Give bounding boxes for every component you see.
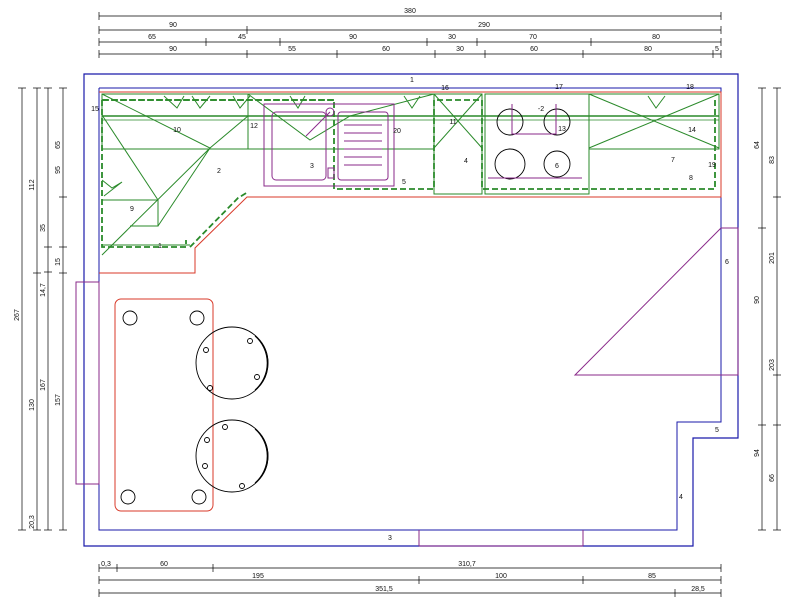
item-label-19: 19 [708,162,716,169]
green-dashed-outline [101,99,716,248]
dim-top-70: 70 [529,34,537,41]
dim-bottom-195: 195 [252,573,264,580]
item-label-11: 11 [449,119,456,126]
wall-label-5: 5 [715,427,719,434]
item-labels: 1 2 3 4 5 6 7 8 9 10 11 12 13 14 15 16 1… [91,84,716,250]
item-label-3: 3 [310,163,314,170]
dim-bottom-85: 85 [648,573,656,580]
dim-top-60: 60 [382,46,390,53]
dim-left-15: 15 [55,258,62,266]
dim-right-94: 94 [754,449,761,457]
left-dimension-labels: 267 112 130 20,3 35 14,7 167 65 95 15 15… [14,141,62,529]
dim-top-60b: 60 [530,46,538,53]
door-right [573,227,739,376]
item-label-7: 7 [671,157,675,164]
item-label-12: 12 [250,123,258,130]
dim-left-130: 130 [29,399,36,411]
dim-left-14-7: 14,7 [40,283,47,297]
dim-left-20-3: 20,3 [29,515,36,529]
dim-top-80b: 80 [644,46,652,53]
wall-label-1: 1 [410,77,414,84]
dim-top-80: 80 [652,34,660,41]
wall-labels: 1 3 4 5 6 [388,77,729,542]
dim-top-90: 90 [169,22,177,29]
dim-top-30: 30 [448,34,456,41]
dim-right-64: 64 [754,141,761,149]
item-label-10: 10 [173,127,181,134]
dim-left-167: 167 [40,379,47,391]
top-dimension-lines [98,12,722,58]
item-label-minus-2: -2 [538,106,544,113]
item-label-14: 14 [688,127,696,134]
hob-burners [494,108,571,180]
bottom-dimension-lines [98,564,722,597]
item-label-4: 4 [464,158,468,165]
dim-top-65: 65 [148,34,156,41]
dim-right-90: 90 [754,296,761,304]
dim-top-90c: 90 [169,46,177,53]
green-units [101,93,720,256]
item-label-16: 16 [441,85,449,92]
dim-right-66: 66 [769,474,776,482]
dim-bottom-100: 100 [495,573,507,580]
dim-right-201: 201 [769,252,776,264]
dim-bottom-28-5: 28,5 [691,586,705,593]
base-cabinet-run [99,91,722,274]
dim-top-90b: 90 [349,34,357,41]
item-label-1: 1 [158,243,162,250]
dim-bottom-351-5: 351,5 [375,586,393,593]
item-label-2: 2 [217,168,221,175]
dim-top-45: 45 [238,34,246,41]
wall-label-3: 3 [388,535,392,542]
right-dimension-labels: 64 90 94 83 201 203 66 [754,141,776,482]
top-dimension-labels: 380 90 290 65 45 90 30 70 80 90 55 60 30… [148,8,719,53]
item-label-17: 17 [555,84,563,91]
dim-top-290: 290 [478,22,490,29]
dim-top-30b: 30 [456,46,464,53]
outer-wall [83,73,739,547]
dim-top-5: 5 [715,46,719,53]
dim-left-157: 157 [55,394,62,406]
dim-right-83: 83 [769,156,776,164]
dim-bottom-310-7: 310,7 [458,561,476,568]
wall-label-4: 4 [679,494,683,501]
item-label-6: 6 [555,163,559,170]
item-label-13: 13 [558,126,566,133]
dim-bottom-0-3: 0,3 [101,561,111,568]
dim-left-95: 95 [55,166,62,174]
dim-top-380: 380 [404,8,416,15]
dim-bottom-60: 60 [160,561,168,568]
left-dimension-lines [18,87,67,531]
right-dimension-lines [758,87,781,531]
dim-left-112: 112 [29,179,36,190]
dim-left-267: 267 [14,309,21,321]
dim-left-35: 35 [40,224,47,232]
stool-2 [195,419,269,493]
wall-label-6: 6 [725,259,729,266]
dim-left-65: 65 [55,141,62,149]
bottom-dimension-labels: 0,3 60 310,7 195 100 85 351,5 28,5 [101,561,705,593]
dim-top-55: 55 [288,46,296,53]
dim-right-203: 203 [769,359,776,371]
stool-1 [195,326,269,400]
item-label-9: 9 [130,206,134,213]
item-label-20: 20 [393,128,401,135]
window-left [75,281,100,485]
item-label-15: 15 [91,106,99,113]
island-table [114,298,214,512]
item-label-18: 18 [686,84,694,91]
inner-wall [98,87,722,531]
hob-frame [488,104,582,179]
sink-unit [263,103,395,187]
table-legs [120,310,207,505]
item-label-8: 8 [689,175,693,182]
item-label-5: 5 [402,179,406,186]
